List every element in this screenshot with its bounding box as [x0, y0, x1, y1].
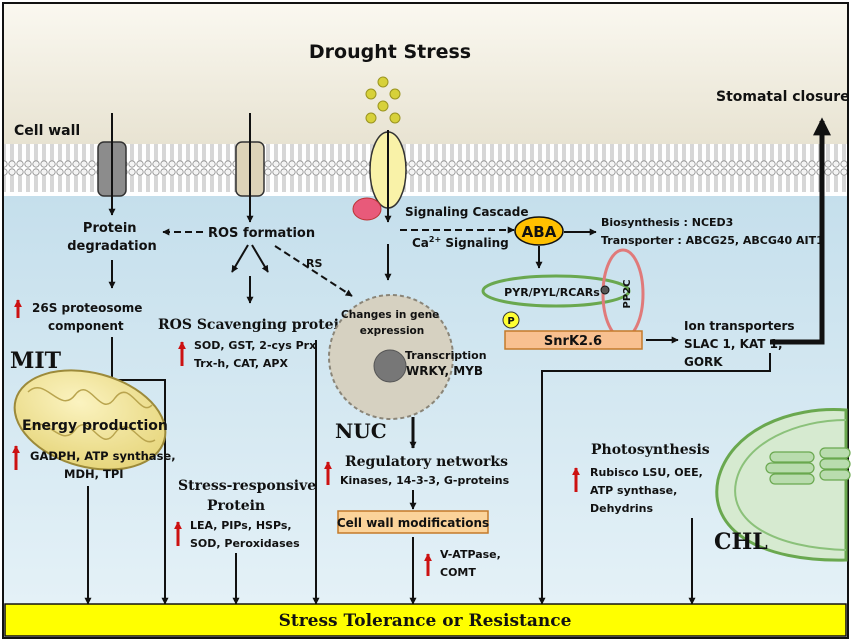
regulatory-title: Regulatory networks: [345, 454, 508, 470]
mitochondrion: [13, 369, 167, 471]
pyr-receptor: [481, 274, 631, 308]
ros-formation-label: ROS formation: [208, 226, 315, 241]
regulatory-list: Kinases, 14-3-3, G-proteins: [340, 474, 510, 487]
energy-production-label: Energy production: [22, 418, 168, 434]
pp2c-label: PP2C: [622, 280, 633, 309]
arrow-ros-to-nucleus: [274, 245, 353, 297]
transcription-label: Transcription: [405, 349, 487, 362]
cell-wall-mod-label: Cell wall modifications: [337, 516, 489, 530]
transporter-label: Transporter : ABCG25, ABCG40 AIT1: [601, 234, 824, 247]
aba-node: [514, 216, 564, 246]
proteosome-label: 26S proteosome component: [32, 301, 147, 333]
drought-dots: [365, 76, 401, 124]
pyr-receptor-label: PYR/PYL/RCARs: [504, 286, 600, 299]
chl-label: CHL: [714, 529, 768, 555]
tf-label: WRKY, MYB: [406, 364, 483, 378]
vatpase-label: V-ATPase, COMT: [440, 548, 505, 579]
aba-label: ABA: [522, 223, 557, 241]
gene-expression-label: Changes in gene expression: [341, 309, 443, 337]
cell-wall-label: Cell wall: [14, 123, 80, 139]
phosphate-icon: [502, 311, 520, 329]
bottom-bar: [4, 603, 847, 637]
rs-label: RS: [306, 257, 322, 270]
stress-tolerance-label: Stress Tolerance or Resistance: [279, 611, 572, 631]
phosphate-label: P: [507, 316, 514, 327]
biosynthesis-label: Biosynthesis : NCED3: [601, 216, 733, 229]
stress-list-label: LEA, PIPs, HSPs, SOD, Peroxidases: [190, 519, 300, 550]
mit-label: MIT: [10, 348, 62, 374]
snrk-box: [504, 330, 643, 350]
drought-stress-title: Drought Stress: [309, 41, 471, 63]
stomatal-closure-label: Stomatal closure: [716, 89, 850, 105]
arrow-ion-to-stomata: [770, 117, 831, 345]
membrane: [4, 140, 847, 196]
energy-proteins-label: GADPH, ATP synthase, MDH, TPI: [30, 449, 180, 481]
binding-dot: [600, 285, 610, 295]
photosynthesis-title: Photosynthesis: [591, 442, 710, 458]
outside-region: [4, 4, 847, 144]
g-protein-icon: [352, 197, 382, 221]
cell-wall-mod-box: [337, 510, 489, 534]
ca-signaling-label: Ca2+ Signaling: [412, 235, 509, 250]
stress-protein-label: Stress-responsive Protein: [178, 478, 321, 514]
scavenging-list-label: SOD, GST, 2-cys Prx Trx-h, CAT, APX: [194, 339, 320, 370]
ros-scavenging-label: ROS Scavenging proteins: [158, 317, 357, 333]
arrow-ros-left: [231, 244, 249, 273]
protein-degradation-label: Protein degradation: [67, 221, 157, 254]
arrow-proteosome-to-bar: [111, 337, 169, 605]
photosynthesis-list: Rubisco LSU, OEE, ATP synthase, Dehydrin…: [590, 466, 707, 515]
signaling-cascade-label: Signaling Cascade: [405, 205, 529, 219]
snrk-label: SnrK2.6: [544, 334, 602, 349]
nucleolus: [373, 349, 407, 383]
nuc-label: NUC: [335, 419, 387, 443]
arrow-ros-right: [251, 244, 269, 273]
ion-transporters-label: Ion transporters SLAC 1, KAT 1, GORK: [684, 319, 799, 369]
chloroplast: [715, 408, 851, 562]
arrow-ion-to-bar: [538, 353, 771, 605]
